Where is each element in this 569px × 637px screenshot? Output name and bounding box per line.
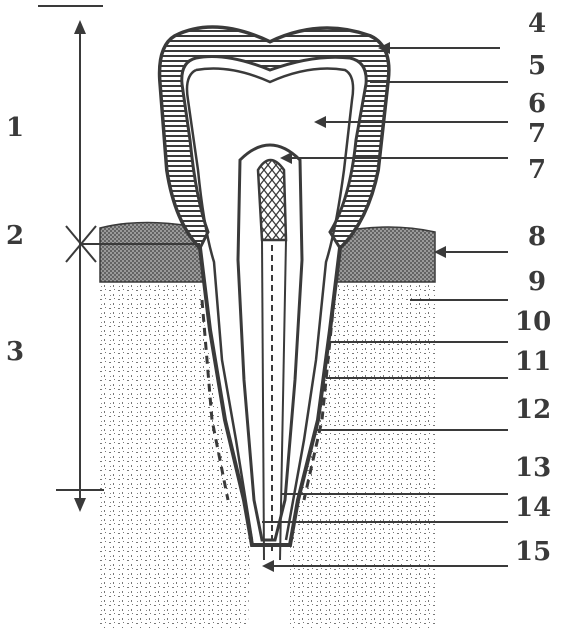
label-12: 12 [515, 395, 551, 425]
label-8: 8 [528, 222, 546, 252]
label-7-pulp-cavity: 7 [528, 119, 546, 149]
arrowhead-15 [262, 560, 274, 572]
label-7-pulp: 7 [528, 155, 546, 185]
label-10: 10 [515, 307, 551, 337]
label-13: 13 [515, 453, 551, 483]
label-11: 11 [515, 347, 551, 377]
label-root: 3 [6, 337, 24, 367]
arrowhead-8 [434, 246, 446, 258]
label-9: 9 [528, 267, 546, 297]
label-15: 15 [515, 537, 551, 567]
pulp-tissue [258, 160, 286, 240]
label-14: 14 [515, 493, 551, 523]
arrow-head-top [74, 20, 86, 34]
label-6: 6 [528, 89, 546, 119]
label-5: 5 [528, 51, 546, 81]
label-neck: 2 [6, 221, 24, 251]
label-crown: 1 [6, 113, 24, 143]
arrow-head-bottom [74, 498, 86, 512]
label-4: 4 [528, 9, 546, 39]
